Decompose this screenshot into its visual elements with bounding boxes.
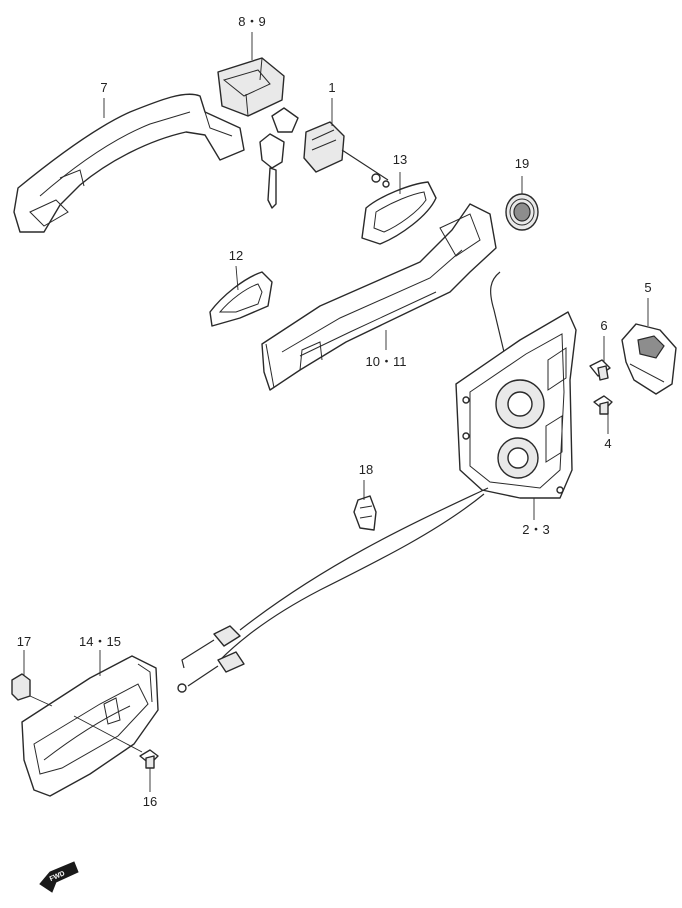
part-14-15-inside-handle xyxy=(21,655,159,797)
callout-5: 5 xyxy=(644,280,651,295)
callout-17: 17 xyxy=(17,634,31,649)
callout-2-3: 2・3 xyxy=(522,522,549,537)
callout-12: 12 xyxy=(229,248,243,263)
callout-6: 6 xyxy=(600,318,607,333)
part-1-key-cylinder xyxy=(259,107,390,209)
part-4-screw xyxy=(593,395,613,415)
fwd-arrow-icon: FWD xyxy=(39,861,79,893)
part-12-gasket xyxy=(209,271,273,327)
callout-18: 18 xyxy=(359,462,373,477)
part-7-outside-handle xyxy=(13,93,245,233)
callout-13: 13 xyxy=(393,152,407,167)
part-17-cap xyxy=(11,673,31,701)
part-10-11-handle-frame xyxy=(261,203,497,391)
part-18-clip xyxy=(353,495,377,531)
part-2-3-door-lock xyxy=(455,271,577,499)
callout-4: 4 xyxy=(604,436,611,451)
part-16-screw xyxy=(139,749,159,769)
callout-19: 19 xyxy=(515,156,529,171)
callout-16: 16 xyxy=(143,794,157,809)
callout-7: 7 xyxy=(100,80,107,95)
part-13-gasket xyxy=(361,181,437,245)
part-5-striker xyxy=(621,323,677,395)
lock-cables xyxy=(177,487,489,693)
callout-1: 1 xyxy=(328,80,335,95)
callout-14-15: 14・15 xyxy=(79,634,121,649)
leader-lines xyxy=(23,32,649,792)
callout-8-9: 8・9 xyxy=(238,14,265,29)
part-6-screw xyxy=(589,359,611,381)
part-8-9-handle-cover xyxy=(217,57,285,117)
callout-10-11: 10・11 xyxy=(366,354,407,369)
part-19-grommet xyxy=(505,193,539,231)
